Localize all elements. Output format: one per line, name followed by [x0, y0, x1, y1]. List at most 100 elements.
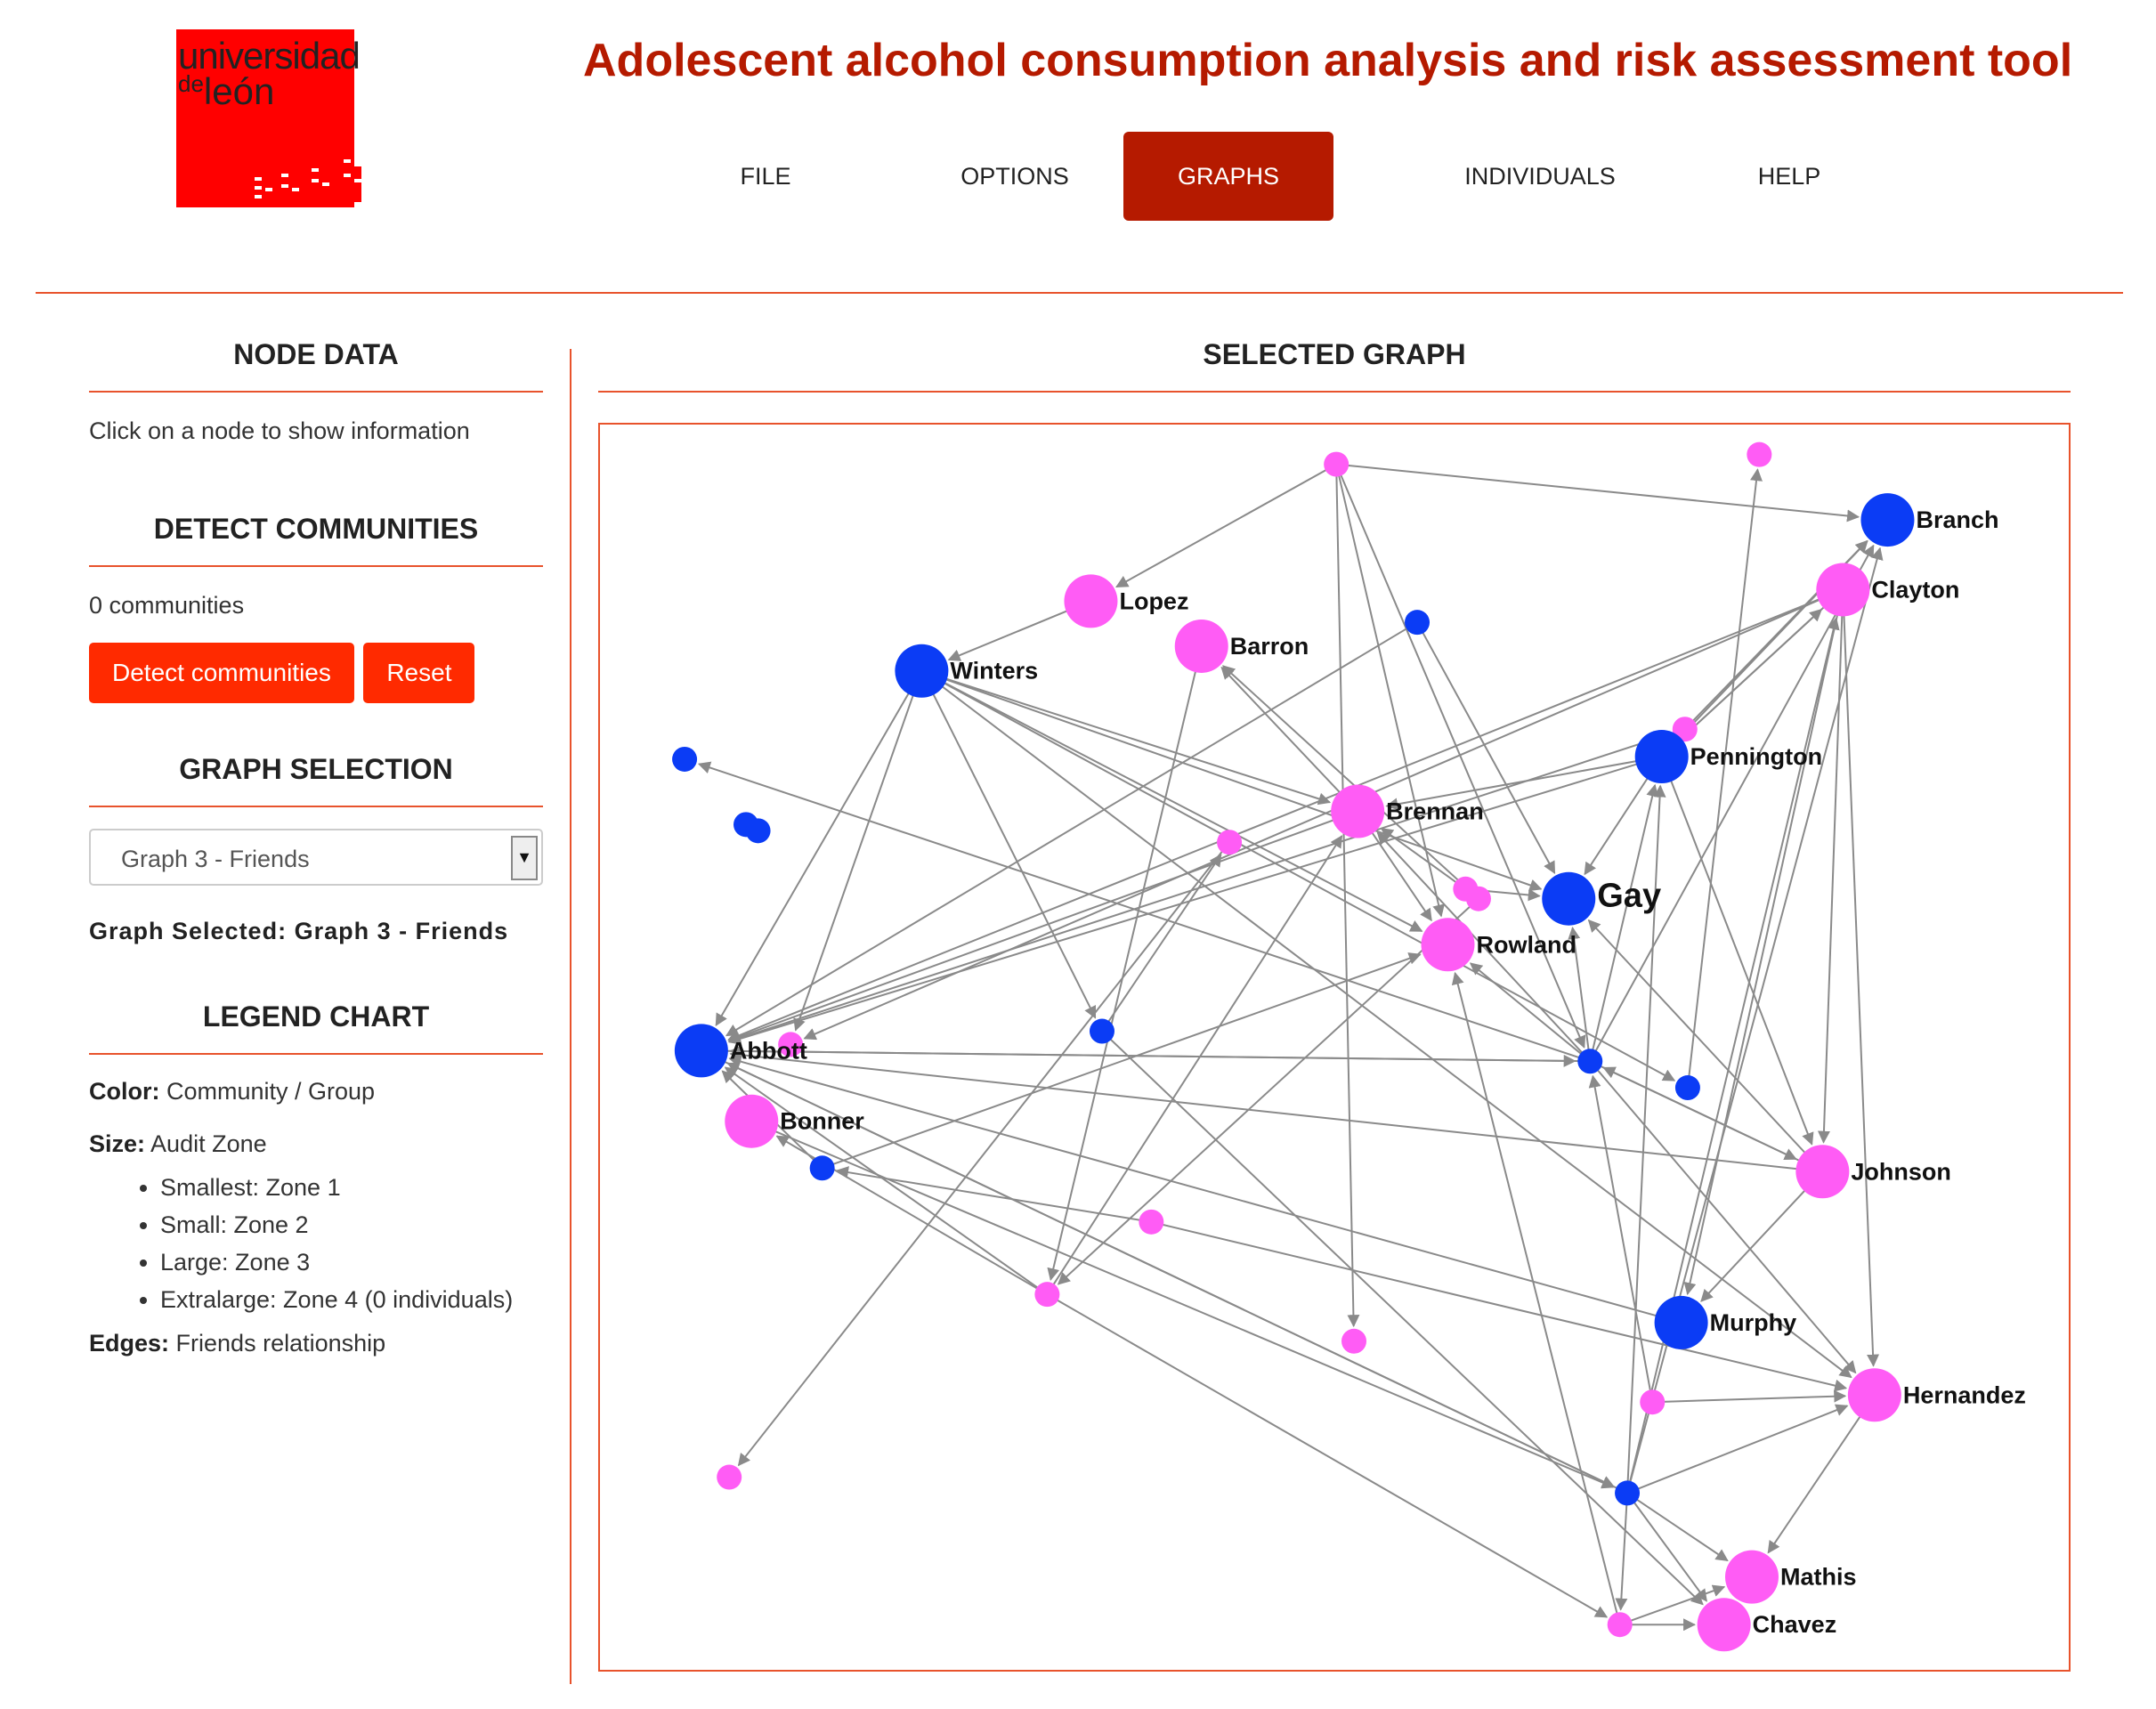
graph-node[interactable]	[1607, 1612, 1633, 1638]
nav-help[interactable]: HELP	[1757, 163, 1821, 190]
nav-individuals[interactable]: INDIVIDUALS	[1464, 163, 1616, 190]
graph-node[interactable]	[1697, 1598, 1751, 1652]
graph-edge	[1469, 962, 1591, 1063]
graph-node[interactable]	[1034, 1282, 1060, 1308]
edge-layer	[697, 463, 1884, 1632]
graph-node[interactable]	[1640, 1389, 1666, 1415]
graph-node[interactable]	[1847, 1368, 1901, 1422]
graph-node-label: Johnson	[1851, 1158, 1951, 1185]
node-data-hint: Click on a node to show information	[89, 417, 470, 444]
nav-file[interactable]: FILE	[740, 163, 791, 190]
graph-edge	[1046, 835, 1343, 1295]
graph-edge	[1700, 1170, 1824, 1302]
graph-edge	[1588, 1074, 1654, 1403]
graph-edge	[729, 1049, 1823, 1173]
node-layer: BranchClaytonLopezBarronWintersPenningto…	[672, 441, 2026, 1652]
graph-node[interactable]	[1421, 918, 1475, 972]
graph-node[interactable]	[717, 1464, 742, 1490]
legend-title: LEGEND CHART	[89, 1000, 543, 1055]
graph-edge	[750, 1120, 1615, 1489]
graph-node[interactable]	[672, 746, 698, 772]
graph-node[interactable]	[1577, 1049, 1603, 1074]
graph-node[interactable]	[1615, 1480, 1641, 1506]
graph-node-label: Murphy	[1710, 1309, 1797, 1336]
graph-node[interactable]	[1465, 886, 1491, 911]
legend-edges-label: Edges:	[89, 1330, 170, 1357]
graph-node[interactable]	[1795, 1145, 1850, 1199]
graph-edge	[1335, 464, 1445, 918]
graph-node-label: Chavez	[1753, 1611, 1837, 1638]
graph-node-label: Brennan	[1386, 798, 1484, 824]
graph-node-label: Pennington	[1690, 743, 1822, 770]
logo-pixel-mark	[255, 152, 420, 209]
graph-node[interactable]	[809, 1155, 835, 1181]
nav-options[interactable]: OPTIONS	[960, 163, 1069, 190]
graph-edge	[793, 670, 923, 1032]
graph-edge	[1626, 784, 1666, 1494]
graph-node[interactable]	[1324, 451, 1350, 477]
graph-edge	[715, 670, 923, 1027]
graph-edge	[1151, 1220, 1848, 1392]
legend-color-value: Community / Group	[166, 1078, 376, 1105]
graph-node[interactable]	[1089, 1018, 1114, 1044]
graph-edge	[1220, 666, 1358, 813]
graph-node[interactable]	[1672, 717, 1698, 742]
reset-button[interactable]: Reset	[363, 643, 475, 703]
graph-node[interactable]	[725, 1094, 779, 1148]
graph-selected-text: Graph Selected: Graph 3 - Friends	[89, 918, 543, 945]
graph-edge	[1101, 854, 1222, 1033]
graph-node[interactable]	[1405, 610, 1431, 636]
graph-node[interactable]	[1860, 493, 1915, 547]
graph-edge	[920, 669, 1676, 1081]
graph-node[interactable]	[778, 1032, 804, 1057]
legend-size: Size: Audit Zone	[89, 1130, 543, 1158]
graph-node[interactable]	[1341, 1328, 1367, 1354]
legend-size-item: Extralarge: Zone 4 (0 individuals)	[160, 1286, 543, 1314]
graph-node[interactable]	[1174, 619, 1228, 673]
graph-node[interactable]	[1634, 729, 1689, 783]
legend-size-value: Audit Zone	[150, 1130, 267, 1157]
graph-select[interactable]: Graph 3 - Friends ▼	[89, 829, 543, 886]
legend-size-item: Smallest: Zone 1	[160, 1174, 543, 1202]
graph-node[interactable]	[1217, 830, 1243, 855]
graph-edge	[1589, 544, 1875, 1062]
graph-node-label: Bonner	[780, 1108, 864, 1135]
graph-node[interactable]	[1747, 441, 1772, 467]
network-graph[interactable]: BranchClaytonLopezBarronWintersPenningto…	[600, 425, 2071, 1672]
graph-edge	[921, 669, 1543, 892]
graph-node[interactable]	[1064, 574, 1118, 628]
graph-edge	[1587, 919, 1824, 1172]
graph-node-label: Clayton	[1871, 576, 1959, 603]
university-logo: universidad deleón	[176, 29, 422, 211]
graph-edge	[1101, 1030, 1704, 1606]
graph-edge	[1767, 1394, 1876, 1554]
graph-node[interactable]	[745, 818, 771, 844]
graph-node[interactable]	[1139, 1209, 1164, 1235]
graph-node[interactable]	[1654, 1295, 1708, 1349]
graph-edge	[737, 841, 1230, 1467]
graph-node-label: Lopez	[1119, 587, 1188, 614]
graph-node[interactable]	[895, 644, 949, 698]
detect-communities-button[interactable]: Detect communities	[89, 643, 354, 703]
graph-node[interactable]	[1674, 1075, 1700, 1101]
graph-edge	[697, 761, 1591, 1063]
graph-edge	[1626, 1492, 1729, 1562]
graph-node[interactable]	[1331, 784, 1385, 838]
graph-node[interactable]	[1816, 563, 1870, 617]
graph-node[interactable]	[1724, 1550, 1779, 1604]
dropdown-caret-icon[interactable]: ▼	[511, 836, 538, 880]
graph-node-label: Barron	[1230, 633, 1309, 660]
graph-edge	[1686, 468, 1763, 1089]
graph-edge	[1626, 617, 1840, 1494]
graph-edge	[1385, 755, 1662, 811]
legend-edges: Edges: Friends relationship	[89, 1330, 543, 1357]
header-divider	[36, 292, 2123, 294]
graph-selection-title: GRAPH SELECTION	[89, 753, 543, 807]
graph-node[interactable]	[674, 1024, 728, 1078]
logo-text-line1: universidad	[178, 35, 361, 77]
graph-node[interactable]	[1542, 871, 1596, 926]
graph-edge	[803, 588, 1844, 1041]
nav-graphs[interactable]: GRAPHS	[1123, 132, 1333, 221]
logo-text-line2: deleón	[178, 70, 274, 113]
